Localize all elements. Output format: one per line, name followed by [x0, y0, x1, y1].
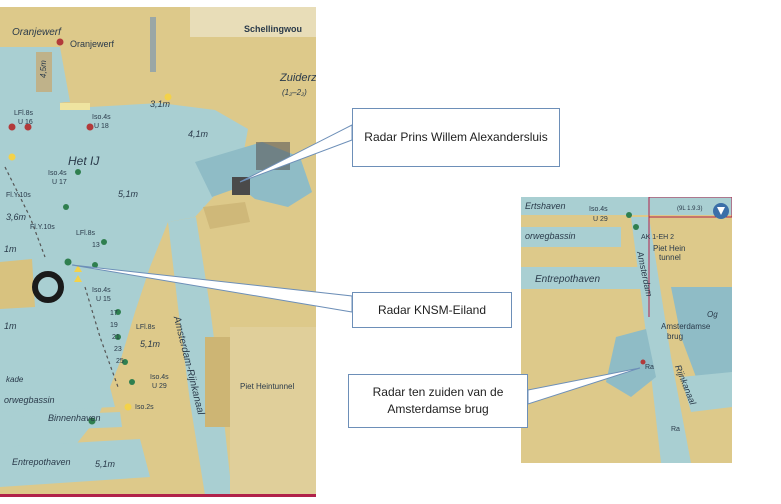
inset-label-og: Og [707, 310, 718, 319]
label-depth-41: 4,1m [188, 129, 209, 139]
label-iso4s-4: Iso.4s [150, 374, 169, 381]
land-east [230, 327, 316, 495]
inset-water-rijnkanaal [631, 217, 691, 463]
label-lfl8s-1: LFl.8s [14, 110, 34, 117]
label-binnenhaven: Binnenhaven [48, 413, 101, 423]
label-oranjewerf-2: Oranjewerf [70, 39, 115, 49]
inset-chart-svg: Ertshaven Iso.4s U 29 orwegbassin AK 1-E… [521, 197, 732, 463]
label-piet-heintunnel: Piet Heintunnel [240, 382, 294, 391]
bottom-rule [0, 494, 316, 497]
label-iso4s-3: Iso.4s [92, 287, 111, 294]
label-depth-1m-a: 1m [4, 244, 17, 254]
knsm-circle-marker [32, 271, 64, 303]
water-noorwegbassin [0, 387, 115, 412]
label-23: 23 [114, 346, 122, 353]
inset-label-piet-hein: Piet Hein [653, 244, 685, 253]
inset-label-ra-2: Ra [671, 426, 680, 433]
label-lfl8s-2: LFl.8s [76, 230, 96, 237]
label-schellingwoude: Schellingwou [244, 24, 302, 34]
inset-label-ertshaven: Ertshaven [525, 201, 566, 211]
callout-knsm-text: Radar KNSM-Eiland [377, 302, 487, 317]
inset-water-east [671, 287, 732, 377]
lock-strip [203, 202, 250, 229]
label-oranjewerf-top: Oranjewerf [12, 27, 62, 38]
water-entrepothaven [0, 439, 150, 487]
main-nautical-chart: Oranjewerf Oranjewerf Schellingwou Zuide… [0, 7, 316, 495]
label-iso4s-1: Iso.4s [92, 114, 111, 121]
label-u15: U 15 [96, 296, 111, 303]
pier-2 [36, 52, 52, 92]
label-depth-45: 4,5m [39, 60, 48, 78]
label-u18-1: U 18 [94, 123, 109, 130]
label-fly10s-1: Fl.Y.10s [6, 192, 31, 199]
label-u29: U 29 [152, 383, 167, 390]
callout-brug-text: Radar ten zuiden van de Amsterdamse brug [372, 385, 504, 416]
inset-label-noorwegbassin: orwegbassin [525, 231, 576, 241]
inset-label-corner-ref: (9L 1.9.3) [677, 206, 702, 212]
inset-compass-arrow [717, 207, 725, 215]
label-fly10s-2: Fl.Y.10s [30, 224, 55, 231]
inset-water-ertshaven [521, 197, 732, 215]
label-depth-51a: 5,1m [118, 189, 139, 199]
canal-bank [205, 337, 231, 427]
inset-boundary [648, 197, 732, 218]
inset-buoy-2 [626, 212, 632, 218]
channel-line-2 [4, 166, 46, 258]
inset-water-south [681, 372, 732, 412]
callout-radar-brug: Radar ten zuiden van de Amsterdamse brug [348, 374, 528, 428]
label-iso4s-2: Iso.4s [48, 170, 67, 177]
label-lfl8s-3: LFl.8s [136, 324, 156, 331]
inset-ra-dot [640, 359, 646, 365]
inset-label-u29: U 29 [593, 216, 608, 223]
inset-water-entrepothaven [521, 267, 641, 289]
inset-label-ra-1: Ra [645, 364, 654, 371]
label-17: 17 [110, 310, 118, 317]
label-depth-1m-b: 1m [4, 321, 17, 331]
label-zuiderzee-sub: (1₂–2₂) [282, 88, 307, 97]
jetty [60, 103, 90, 110]
water-binnenhaven [0, 412, 122, 432]
label-entrepothaven: Entrepothaven [12, 457, 71, 467]
inset-label-entrepothaven: Entrepothaven [535, 274, 600, 285]
inset-label-amsterdamse: Amsterdamse [661, 322, 711, 331]
label-iso2s: Iso.2s [135, 404, 154, 411]
water-basin-left [0, 307, 70, 372]
label-u16-1: U 16 [18, 119, 33, 126]
label-13: 13 [92, 242, 100, 249]
label-depth-51c: 5,1m [95, 459, 116, 469]
inset-label-brug: brug [667, 332, 683, 341]
callout-prins-text: Radar Prins Willem Alexandersluis [364, 130, 548, 144]
label-het-ij: Het IJ [68, 154, 100, 168]
label-25: 25 [116, 358, 124, 365]
water-upper-left [0, 47, 70, 102]
main-chart-svg: Oranjewerf Oranjewerf Schellingwou Zuide… [0, 7, 316, 495]
inset-label-ak-eh: AK 1-EH 2 [641, 234, 674, 241]
land-knsm-tip [0, 259, 35, 309]
inset-label-iso4s: Iso.4s [589, 206, 608, 213]
inset-label-tunnel: tunnel [659, 253, 681, 262]
label-depth-36: 3,6m [6, 212, 27, 222]
inset-water-noorwegbassin [521, 227, 621, 247]
label-noorwegbassin: orwegbassin [4, 395, 55, 405]
callout-radar-knsm: Radar KNSM-Eiland [352, 292, 512, 328]
pier-1 [150, 17, 156, 72]
label-19: 19 [110, 322, 118, 329]
callout-radar-prins-willem: Radar Prins Willem Alexandersluis [352, 108, 560, 167]
land-top-right [190, 7, 316, 37]
label-21: 21 [112, 334, 120, 341]
inset-buoy-1 [633, 224, 639, 230]
label-u17: U 17 [52, 179, 67, 186]
label-depth-51b: 5,1m [140, 339, 161, 349]
label-zuiderzee: Zuiderz [279, 72, 316, 84]
label-kade: kade [6, 375, 24, 384]
inset-nautical-chart: Ertshaven Iso.4s U 29 orwegbassin AK 1-E… [521, 197, 732, 463]
label-depth-31: 3,1m [150, 99, 171, 109]
